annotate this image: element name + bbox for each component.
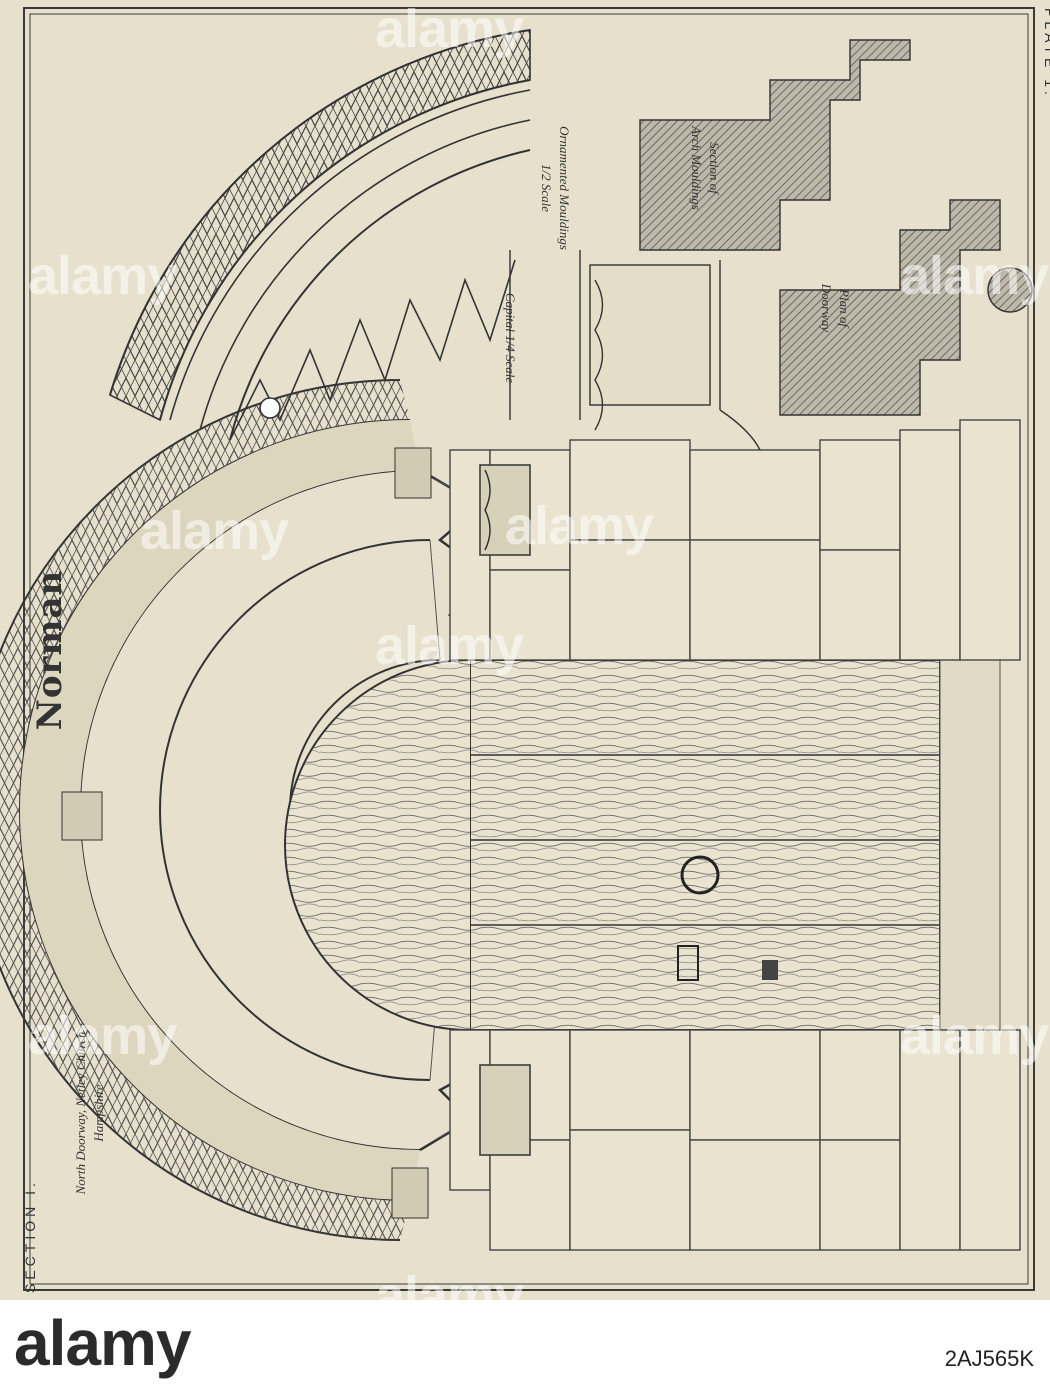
watermark-center-left: alamy <box>140 501 289 561</box>
engraving-drawing <box>0 7 1035 1291</box>
plan-caption: Plan of Doorway <box>817 253 853 363</box>
mouldings-caption: Ornamented Mouldings 1/2 Scale <box>537 103 573 273</box>
watermark-bottom-center: alamy <box>375 1266 524 1300</box>
capital-caption: Capital 1/4 Scale <box>503 292 518 384</box>
threshold <box>939 659 1001 1031</box>
moulding-detail <box>109 29 531 441</box>
capitals <box>479 464 531 1156</box>
plate-engraving: SECTION I. PLATE 1. Norman North Doorway… <box>0 0 1050 1300</box>
masonry <box>449 419 1021 1251</box>
watermark-center: alamy <box>505 496 654 556</box>
section-caption-line1: Section of <box>707 142 722 194</box>
capital-detail <box>509 250 761 451</box>
mouldings-caption-line2: 1/2 Scale <box>539 163 554 212</box>
section-caption-line2: Arch Mouldings <box>689 126 704 210</box>
watermark-mid: alamy <box>375 616 524 676</box>
section-mouldings <box>639 39 911 251</box>
plan-caption-line2: Doorway <box>819 283 834 333</box>
watermark-lower-left: alamy <box>28 1006 177 1066</box>
section-caption: Section of Arch Mouldings <box>687 103 723 233</box>
plan-caption-line1: Plan of <box>837 289 852 327</box>
stock-footer: alamy 2AJ565K <box>0 1300 1050 1390</box>
plan-doorway <box>779 199 1001 416</box>
watermark-lower-right: alamy <box>900 1006 1049 1066</box>
watermark-upper-left: alamy <box>28 246 177 306</box>
plan-column <box>987 267 1033 313</box>
plate-label: PLATE 1. <box>1042 8 1050 99</box>
section-label: SECTION I. <box>22 1179 38 1293</box>
style-title: Norman <box>30 569 70 731</box>
watermark-upper-right: alamy <box>900 246 1049 306</box>
watermark-top: alamy <box>375 0 524 59</box>
stock-logo: alamy <box>14 1307 191 1379</box>
mouldings-caption-line1: Ornamented Mouldings <box>557 126 572 250</box>
door <box>284 659 941 1031</box>
stock-image-id: 2AJ565K <box>944 1346 1034 1371</box>
